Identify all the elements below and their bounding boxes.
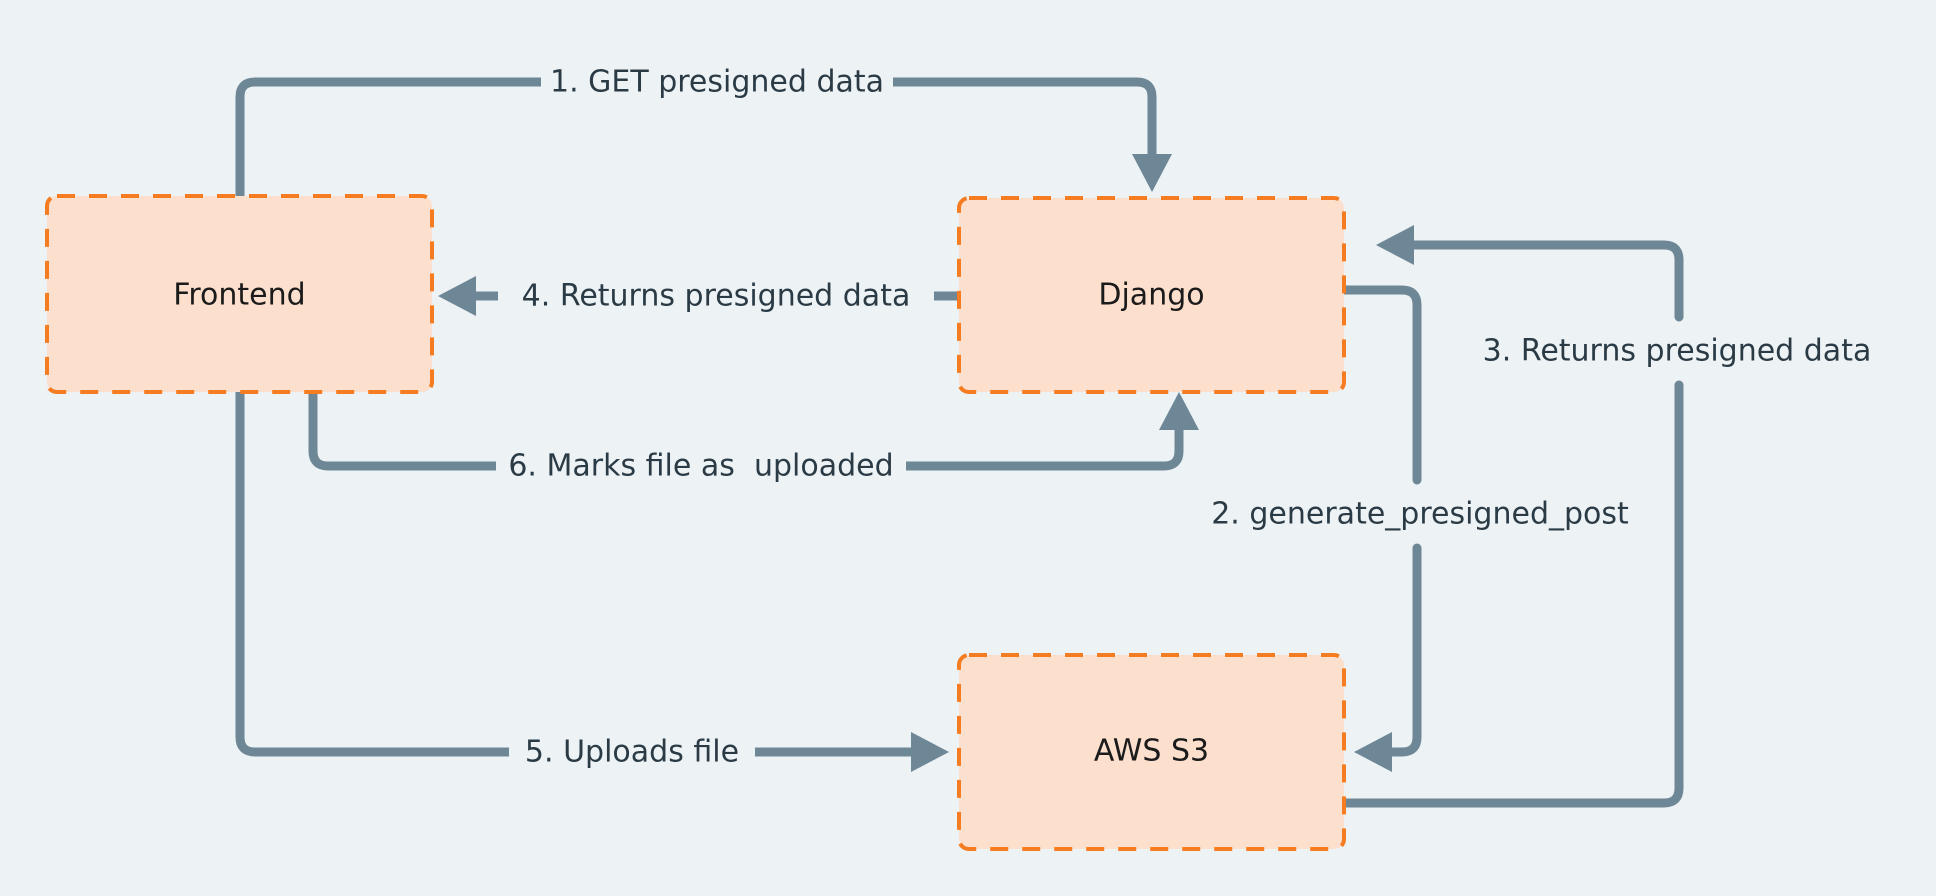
edge-5-line-left xyxy=(235,387,514,757)
edge-4-arrowhead xyxy=(438,276,476,316)
edge-1-label: 1. GET presigned data xyxy=(550,65,884,100)
edge-3-arrowhead xyxy=(1376,225,1414,265)
edge-6-marks-file-as-uploaded xyxy=(308,387,1199,471)
edge-2-label: 2. generate_presigned_post xyxy=(1211,497,1629,532)
edge-6-label: 6. Marks file as uploaded xyxy=(508,449,893,484)
edge-1-get-presigned-data xyxy=(235,77,1172,201)
edge-3-label-group: 3. Returns presigned data xyxy=(1477,331,1877,371)
edge-4-label-backdrop xyxy=(498,276,934,316)
edge-5-arrowhead xyxy=(911,732,949,772)
edge-5-label: 5. Uploads file xyxy=(525,735,739,770)
edge-4-label: 4. Returns presigned data xyxy=(522,279,911,314)
edge-1-label-group: 1. GET presigned data xyxy=(541,62,893,102)
edge-2-line-bottom xyxy=(1381,543,1422,757)
edge-6-line-left xyxy=(308,387,501,471)
node-frontend[interactable]: Frontend xyxy=(45,194,434,394)
node-aws-s3-box[interactable] xyxy=(957,653,1346,851)
edge-2-label-group: 2. generate_presigned_post xyxy=(1201,494,1639,534)
edge-5-uploads-file xyxy=(235,387,949,772)
edge-1-line-left xyxy=(235,77,546,201)
node-frontend-label: Frontend xyxy=(173,278,305,313)
edge-3-label-backdrop xyxy=(1477,331,1877,371)
edge-2-line-top xyxy=(1339,285,1422,485)
node-aws-s3-label: AWS S3 xyxy=(1094,734,1209,769)
edge-3-label: 3. Returns presigned data xyxy=(1483,334,1872,369)
node-django-label: Django xyxy=(1098,278,1204,313)
edge-4-label-group: 4. Returns presigned data xyxy=(498,276,934,316)
edge-5-label-group: 5. Uploads file xyxy=(509,732,755,772)
edge-6-line-right xyxy=(901,419,1184,471)
node-frontend-box[interactable] xyxy=(45,194,434,394)
edge-3-line-top xyxy=(1403,240,1684,322)
edge-4-returns-presigned-data xyxy=(438,276,964,316)
edge-2-generate-presigned-post xyxy=(1339,285,1422,772)
node-aws-s3[interactable]: AWS S3 xyxy=(957,653,1346,851)
node-django-box[interactable] xyxy=(957,196,1346,394)
edge-1-line-right xyxy=(888,77,1157,165)
edge-2-label-backdrop xyxy=(1201,494,1639,534)
edge-2-arrowhead xyxy=(1354,732,1392,772)
edge-1-arrowhead xyxy=(1132,154,1172,192)
edge-6-label-backdrop xyxy=(496,446,906,486)
edge-6-arrowhead xyxy=(1159,392,1199,430)
edge-5-label-backdrop xyxy=(509,732,755,772)
edge-3-returns-presigned-data xyxy=(1339,225,1684,808)
node-django[interactable]: Django xyxy=(957,196,1346,394)
edge-1-label-backdrop xyxy=(541,62,893,102)
edge-6-label-group: 6. Marks file as uploaded xyxy=(496,446,906,486)
edge-3-line-bottom xyxy=(1339,380,1684,808)
